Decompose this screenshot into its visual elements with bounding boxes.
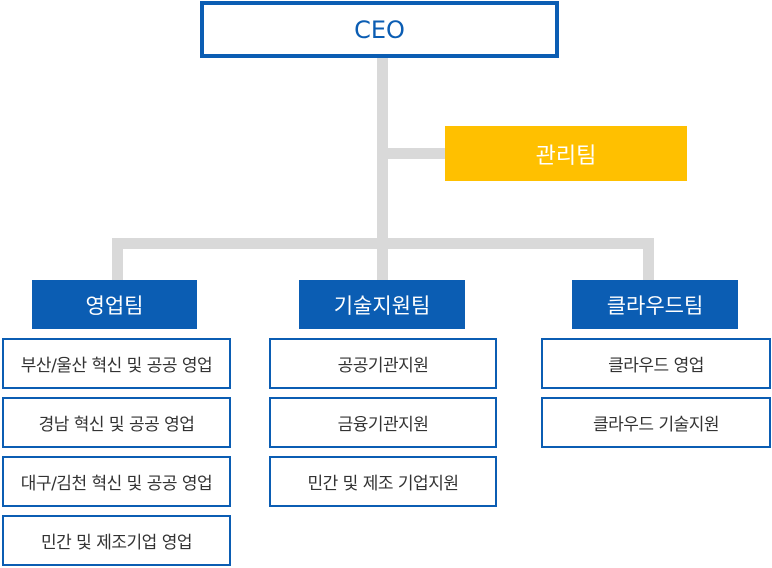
tech-sub-3: 민간 및 제조 기업지원 <box>269 456 497 507</box>
tech-sub-3-label: 민간 및 제조 기업지원 <box>307 474 459 494</box>
sales-sub-2-label: 경남 혁신 및 공공 영업 <box>38 415 195 435</box>
team-tech-label: 기술지원팀 <box>333 293 431 318</box>
connector-team-tech <box>377 238 388 280</box>
connector-team-sales <box>112 238 123 280</box>
cloud-sub-1: 클라우드 영업 <box>541 338 771 389</box>
team-cloud-box: 클라우드팀 <box>572 280 738 329</box>
cloud-sub-2: 클라우드 기술지원 <box>541 397 771 448</box>
team-cloud-label: 클라우드팀 <box>606 293 704 318</box>
cloud-sub-1-label: 클라우드 영업 <box>608 356 704 376</box>
team-tech-box: 기술지원팀 <box>299 280 465 329</box>
team-sales-box: 영업팀 <box>32 280 197 329</box>
management-team-label: 관리팀 <box>535 143 597 169</box>
sales-sub-1-label: 부산/울산 혁신 및 공공 영업 <box>20 356 213 376</box>
sales-sub-4: 민간 및 제조기업 영업 <box>2 515 231 566</box>
sales-sub-1: 부산/울산 혁신 및 공공 영업 <box>2 338 231 389</box>
sales-sub-3: 대구/김천 혁신 및 공공 영업 <box>2 456 231 507</box>
connector-team-cloud <box>643 238 654 280</box>
sales-sub-4-label: 민간 및 제조기업 영업 <box>41 533 192 553</box>
sales-sub-3-label: 대구/김천 혁신 및 공공 영업 <box>20 474 213 494</box>
connector-management <box>377 148 445 159</box>
management-team-box: 관리팀 <box>445 126 687 181</box>
sales-sub-2: 경남 혁신 및 공공 영업 <box>2 397 231 448</box>
cloud-sub-2-label: 클라우드 기술지원 <box>592 415 720 435</box>
tech-sub-1-label: 공공기관지원 <box>337 356 429 376</box>
tech-sub-2-label: 금융기관지원 <box>337 415 429 435</box>
ceo-box: CEO <box>200 1 559 58</box>
team-sales-label: 영업팀 <box>85 293 144 318</box>
ceo-label: CEO <box>354 15 405 44</box>
tech-sub-1: 공공기관지원 <box>269 338 497 389</box>
tech-sub-2: 금융기관지원 <box>269 397 497 448</box>
